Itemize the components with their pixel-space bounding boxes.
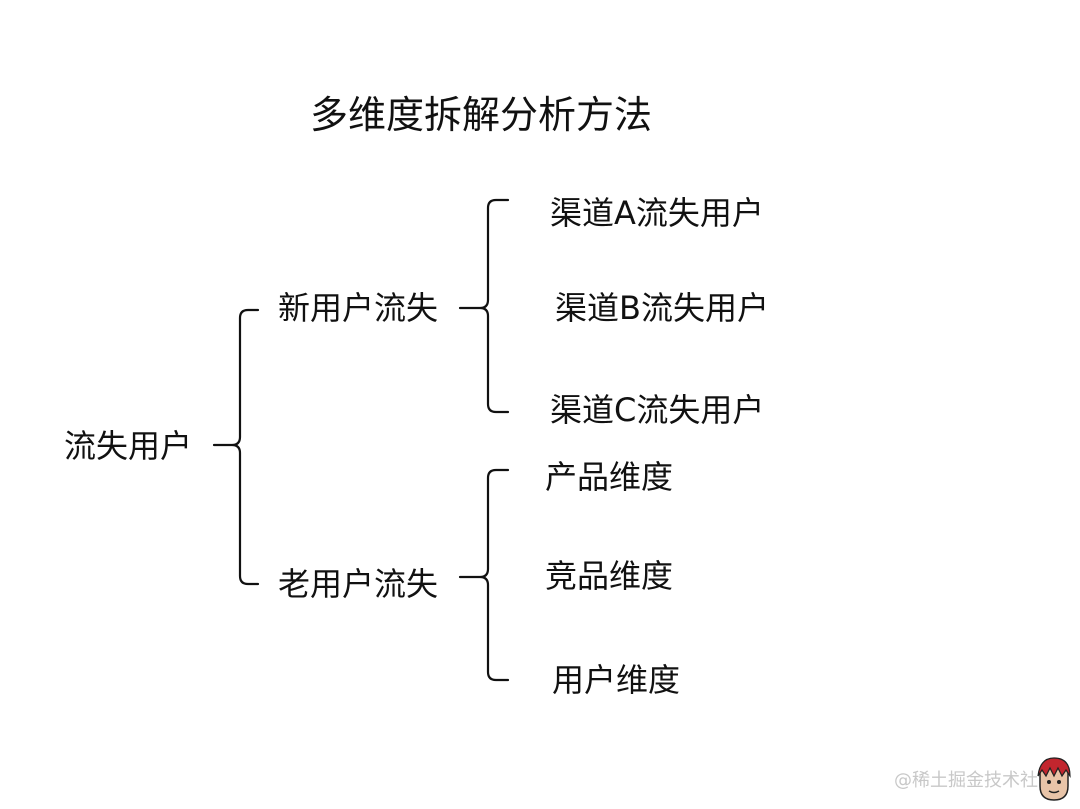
leaf-node-competitor: 竞品维度 <box>545 557 674 595</box>
leaf-node-channel-a: 渠道A流失用户 <box>550 194 764 232</box>
leaf-node-channel-c: 渠道C流失用户 <box>550 391 765 429</box>
branch-node-new-user-churn: 新用户流失 <box>278 289 439 327</box>
watermark-text: @稀土掘金技术社区 <box>894 770 1056 791</box>
root-node: 流失用户 <box>64 427 193 465</box>
branch-node-old-user-churn: 老用户流失 <box>278 565 439 603</box>
diagram-title: 多维度拆解分析方法 <box>310 93 653 137</box>
root-connector <box>212 308 260 586</box>
branch-2-connector <box>458 468 510 682</box>
leaf-node-user: 用户维度 <box>552 661 681 699</box>
branch-1-connector <box>458 198 510 414</box>
watermark-avatar-icon <box>1037 757 1071 801</box>
leaf-node-channel-b: 渠道B流失用户 <box>555 289 769 327</box>
leaf-node-product: 产品维度 <box>545 458 674 496</box>
